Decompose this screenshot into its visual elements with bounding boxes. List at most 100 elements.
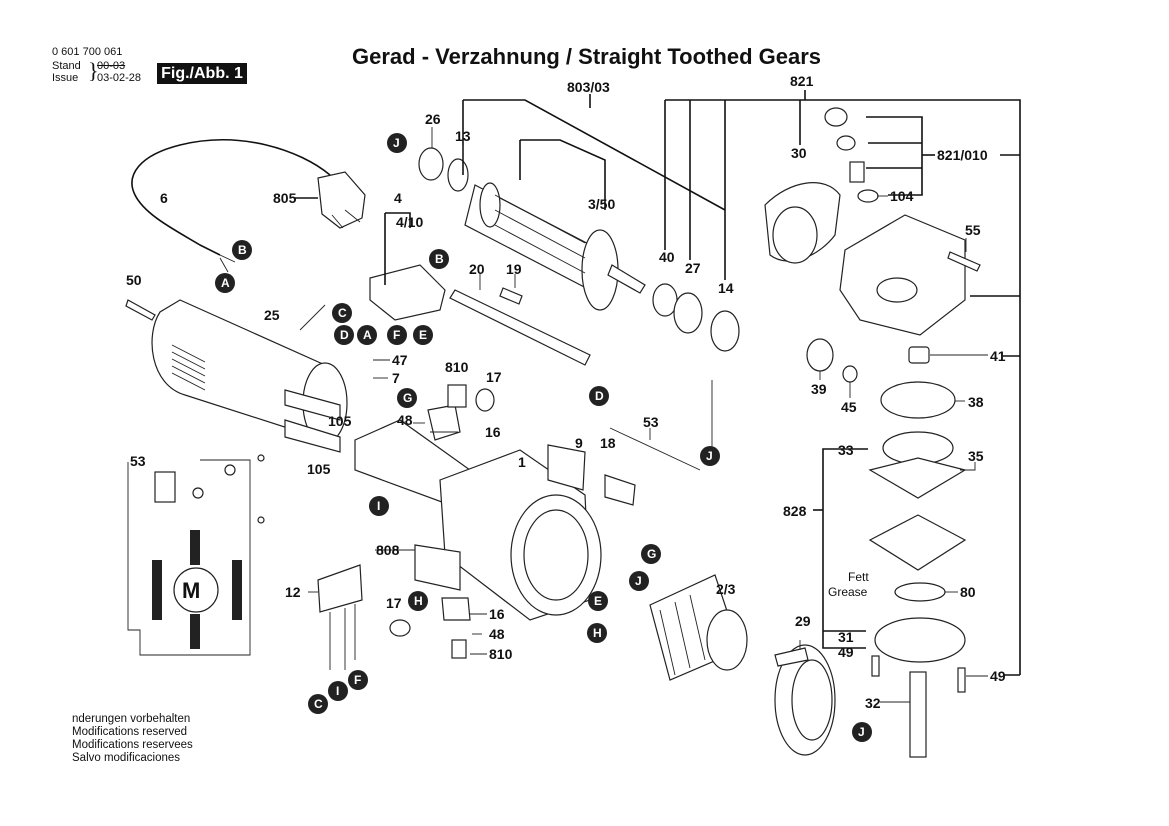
carbon-brush-part [451, 639, 467, 659]
part-label: 16 [489, 606, 505, 622]
part-label: 25 [264, 307, 280, 323]
nut-part [842, 365, 858, 383]
part-labels: 26 13 803/03 3/50 6 805 4 4/10 50 25 20 … [126, 73, 1006, 711]
connector-marker: D [334, 325, 354, 345]
connector-marker: E [588, 591, 608, 611]
svg-text:F: F [393, 328, 400, 342]
gasket-part [868, 457, 967, 499]
bearing-part [710, 310, 740, 352]
svg-text:G: G [403, 391, 412, 405]
pinion-part [806, 338, 834, 372]
svg-text:F: F [354, 673, 361, 687]
leader-lines-thin [299, 127, 988, 703]
note-line: Salvo modificaciones [72, 752, 181, 764]
part-label: 18 [600, 435, 616, 451]
connector-marker: J [852, 722, 872, 742]
connector-marker: C [332, 303, 352, 323]
part-label: 17 [386, 595, 402, 611]
part-label: 39 [811, 381, 827, 397]
spindle-part [909, 671, 927, 758]
svg-text:G: G [647, 547, 656, 561]
part-label: 32 [865, 695, 881, 711]
svg-text:H: H [593, 626, 602, 640]
part-label: 12 [285, 584, 301, 600]
fett-label: Fett [848, 570, 869, 584]
plug [317, 171, 366, 229]
part-label: 55 [965, 222, 981, 238]
brush-holder-part [427, 404, 461, 441]
part-label: 828 [783, 503, 807, 519]
switch-part [369, 264, 446, 321]
document-number: 0 601 700 061 [52, 46, 123, 58]
button-part [824, 107, 848, 127]
insulation-part [414, 544, 461, 591]
needle-bearing-part [908, 346, 930, 364]
part-label: 805 [273, 190, 297, 206]
connector-marker: B [429, 249, 449, 269]
connector-marker: J [629, 571, 649, 591]
part-label: 48 [489, 626, 505, 642]
part-label: 20 [469, 261, 485, 277]
bearing-part [418, 147, 444, 181]
part-label: 3/50 [588, 196, 615, 212]
svg-text:A: A [221, 276, 230, 290]
connector-marker: I [328, 681, 348, 701]
lever-part [449, 289, 591, 366]
issue-label: Issue [52, 72, 79, 84]
svg-text:C: C [314, 697, 323, 711]
svg-text:D: D [340, 328, 349, 342]
screw-part [125, 299, 156, 321]
svg-text:D: D [595, 389, 604, 403]
svg-text:C: C [338, 306, 347, 320]
part-label: 33 [838, 442, 854, 458]
pin-part [849, 161, 865, 183]
page-title: Gerad - Verzahnung / Straight Toothed Ge… [352, 44, 821, 69]
label-part [547, 444, 586, 491]
connector-marker: J [700, 446, 720, 466]
bearing-part [447, 158, 469, 192]
part-label: 30 [791, 145, 807, 161]
part-label: 49 [838, 644, 854, 660]
part-label: 105 [328, 413, 352, 429]
issue-date: 03-02-28 [97, 72, 142, 84]
part-label: 45 [841, 399, 857, 415]
connector-marker: J [387, 133, 407, 153]
connector-marker: B [232, 240, 252, 260]
part-label: 16 [485, 424, 501, 440]
connector-marker: D [589, 386, 609, 406]
part-label: 808 [376, 542, 400, 558]
connector-marker: G [641, 544, 661, 564]
stator-housing-part [439, 449, 602, 621]
part-label: 19 [506, 261, 522, 277]
part-label: 14 [718, 280, 734, 296]
bevel-gear-part [880, 381, 956, 419]
connector-markers: J B A B C D A F E G I D J G J E H H C I … [215, 133, 872, 742]
part-label: 104 [890, 188, 914, 204]
part-label: 26 [425, 111, 441, 127]
spring-part [499, 287, 523, 305]
plate-part [874, 617, 966, 663]
connector-marker: H [587, 623, 607, 643]
svg-text:E: E [594, 594, 602, 608]
motor-symbol: M [182, 578, 200, 603]
part-label: 17 [486, 369, 502, 385]
connector-marker: A [215, 273, 235, 293]
spring-part [475, 388, 495, 412]
connector-marker: I [369, 496, 389, 516]
part-label: 53 [643, 414, 659, 430]
gear-housing-part [839, 214, 966, 336]
o-ring-part [857, 189, 879, 203]
part-label: 80 [960, 584, 976, 600]
figure-badge: Fig./Abb. 1 [157, 63, 247, 84]
connector-marker: A [357, 325, 377, 345]
part-label: 4 [394, 190, 402, 206]
spring-part [389, 619, 411, 637]
note-line: Modifications reservees [72, 739, 193, 751]
seal-ring-part [673, 292, 703, 334]
connector-marker: E [413, 325, 433, 345]
armature-part [464, 182, 646, 311]
svg-text:E: E [419, 328, 427, 342]
washer-part [894, 582, 946, 602]
part-label: 48 [397, 412, 413, 428]
